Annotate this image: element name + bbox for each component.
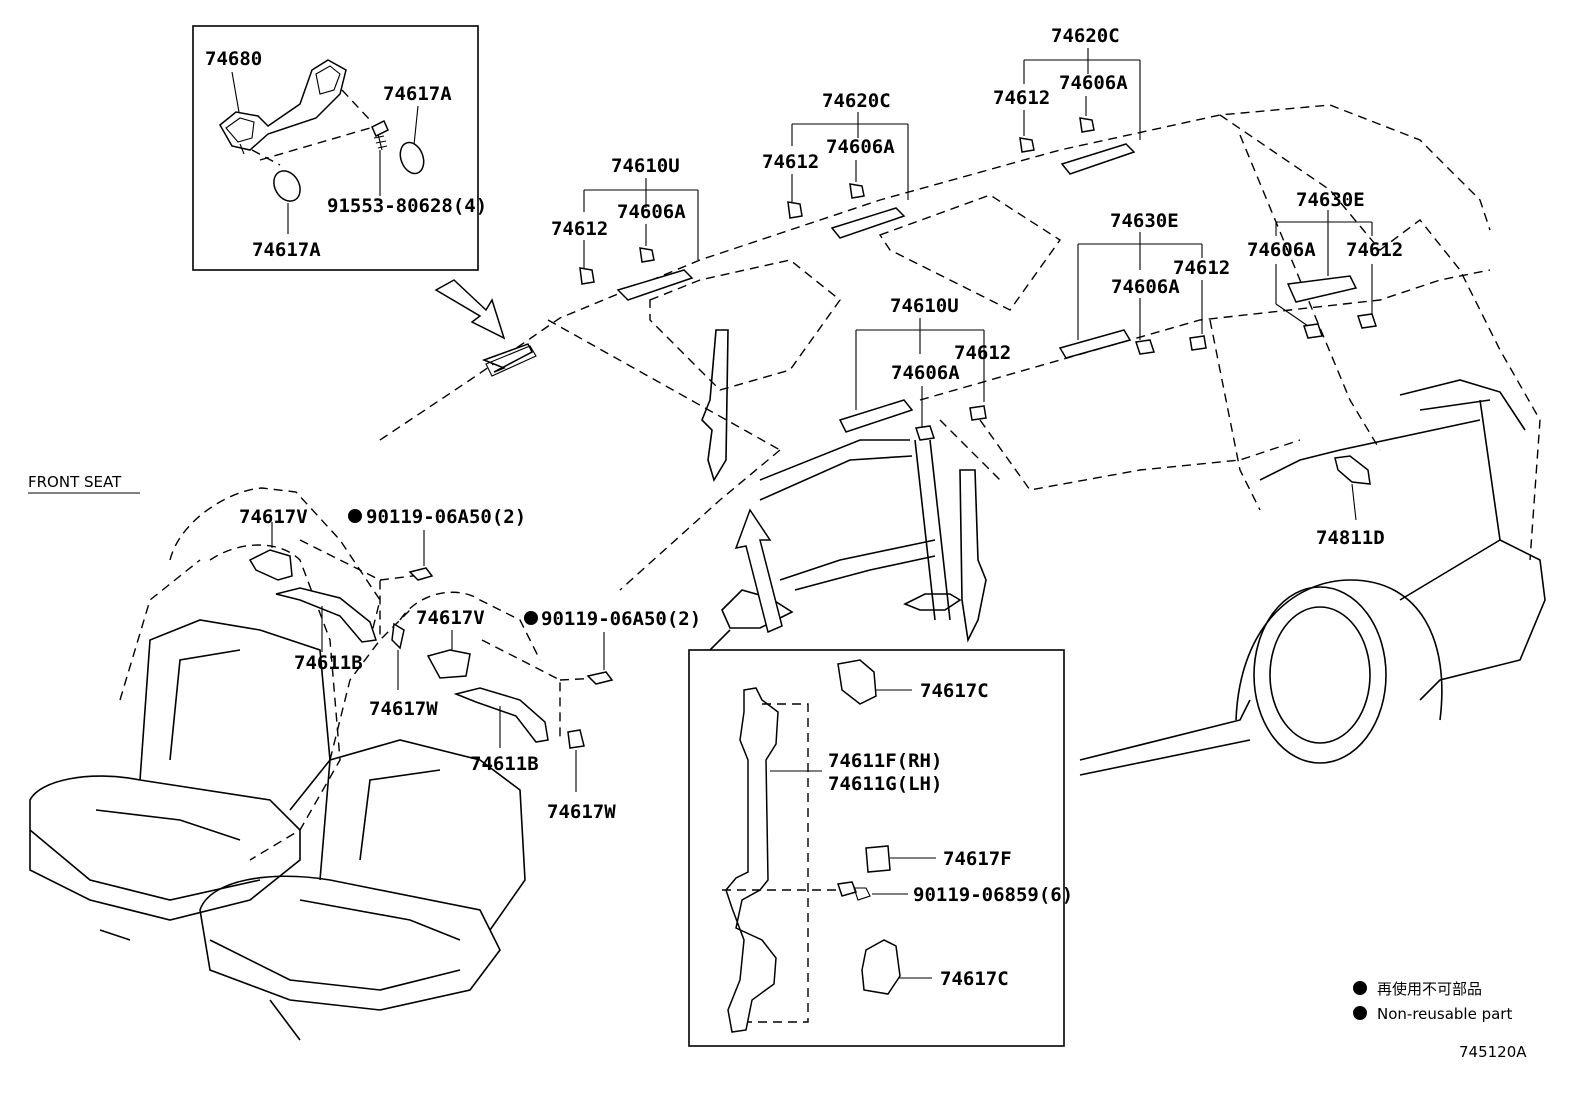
- cap-74617A-left: [273, 170, 301, 202]
- inset-bottom: 74611F(RH) 74611G(LH) 74617C 74617F 9011…: [688, 649, 1073, 1047]
- label-74610U-2: 74610U: [890, 295, 959, 317]
- roof-group-5: 74610U 74606A 74612: [838, 295, 1011, 441]
- section-label-front-seat: FRONT SEAT: [28, 473, 122, 491]
- bolt-91553: [371, 119, 389, 151]
- label-74606A-4: 74606A: [1111, 276, 1180, 298]
- roof-grip-74620C-1: [830, 207, 906, 239]
- label-74606A-5: 74606A: [891, 362, 960, 384]
- roof-group-3: 74620C 74612 74606A: [993, 25, 1141, 175]
- label-74606A-2: 74606A: [826, 136, 895, 158]
- label-74606A-3: 74606A: [1059, 72, 1128, 94]
- label-74617A-right: 74617A: [383, 83, 452, 105]
- cap-74617F: [865, 845, 891, 873]
- cover-74617W-1: [391, 622, 405, 650]
- roof-grip-74610U-2: [838, 399, 914, 433]
- label-74612-1: 74612: [551, 218, 608, 240]
- label-74617C-top: 74617C: [920, 680, 989, 702]
- label-74617A-left: 74617A: [252, 239, 321, 261]
- view-arrow-roof: [434, 279, 506, 340]
- legend: 再使用不可部品 Non-reusable part: [1353, 980, 1512, 1023]
- cover-74617V-2: [426, 649, 471, 679]
- cover-74617V-1: [248, 549, 293, 581]
- front-seat-section: FRONT SEAT 74617V 74611B 90119-0: [28, 473, 701, 1041]
- legend-text-jp: 再使用不可部品: [1377, 980, 1482, 998]
- vehicle-body: 74811D: [379, 104, 1546, 776]
- label-74612-4: 74612: [1173, 257, 1230, 279]
- label-74617W-1: 74617W: [369, 698, 438, 720]
- cover-74617W-2: [567, 729, 585, 749]
- cap-74617A-right: [399, 141, 425, 175]
- label-74617F: 74617F: [943, 848, 1012, 870]
- roof-group-4: 74630E 74606A 74612: [1058, 210, 1230, 359]
- label-74620C-1: 74620C: [822, 90, 891, 112]
- label-74630E-2: 74630E: [1296, 189, 1365, 211]
- roof-grip-74630E-2: [1286, 275, 1358, 303]
- label-74610U-1: 74610U: [611, 155, 680, 177]
- label-74606A-6: 74606A: [1247, 239, 1316, 261]
- legend-text-en: Non-reusable part: [1377, 1005, 1512, 1023]
- label-74606A-1: 74606A: [617, 201, 686, 223]
- view-arrow-pillar: [734, 508, 783, 634]
- label-74611B-1: 74611B: [294, 652, 363, 674]
- cap-74617C-bottom: [861, 939, 901, 995]
- non-reusable-marker-1: [348, 509, 362, 523]
- label-74611G-LH: 74611G(LH): [828, 773, 942, 795]
- roof-grip-74610U-1: [616, 269, 694, 301]
- label-74612-2: 74612: [762, 151, 819, 173]
- label-74617C-bottom: 74617C: [940, 968, 1009, 990]
- label-74620C-2: 74620C: [1051, 25, 1120, 47]
- label-74612-5: 74612: [954, 342, 1011, 364]
- label-74612-6: 74612: [1346, 239, 1403, 261]
- bolt-90119-2: [586, 671, 614, 685]
- roof-group-2: 74620C 74612 74606A: [762, 90, 909, 239]
- roof-grip-front: [481, 343, 533, 373]
- grip-74611B-2: [453, 687, 549, 743]
- label-90119-06859: 90119-06859(6): [913, 884, 1073, 906]
- legend-marker-en: [1353, 1006, 1367, 1020]
- roof-grip-74630E-1: [1058, 329, 1132, 359]
- label-74630E-1: 74630E: [1110, 210, 1179, 232]
- label-74617V-1: 74617V: [239, 506, 308, 528]
- label-74617V-2: 74617V: [416, 607, 485, 629]
- roof-grip-74620C-2: [1060, 143, 1136, 175]
- roof-group-6: 74630E 74606A 74612: [1247, 189, 1403, 339]
- non-reusable-marker-2: [524, 611, 538, 625]
- diagram-code: 745120A: [1459, 1043, 1527, 1061]
- inset-top-left: 74680 74617A 91553-80628(4) 74617A: [192, 25, 487, 271]
- label-74617W-2: 74617W: [547, 801, 616, 823]
- pillar-grip-74611F-G: [725, 687, 779, 1033]
- screw-90119-06859: [837, 881, 858, 897]
- inset-top-frame: [192, 25, 479, 271]
- label-74811D: 74811D: [1316, 527, 1385, 549]
- label-74680: 74680: [205, 48, 262, 70]
- label-74611F-RH: 74611F(RH): [828, 750, 942, 772]
- label-74611B-2: 74611B: [470, 753, 539, 775]
- trim-74811D: [1334, 455, 1371, 485]
- legend-marker-jp: [1353, 981, 1367, 995]
- assist-grip-74680: [219, 59, 347, 155]
- bolt-90119-1: [408, 567, 434, 581]
- label-bolt-a: 90119-06A50(2): [366, 506, 526, 528]
- inset-bottom-frame: [688, 649, 1065, 1047]
- label-bolt-b: 90119-06A50(2): [541, 608, 701, 630]
- roof-group-1: 74610U 74612 74606A: [551, 155, 699, 301]
- cap-74617C-top: [837, 659, 877, 705]
- grip-74611B-1: [275, 587, 377, 643]
- label-91553: 91553-80628(4): [327, 195, 487, 217]
- label-74612-3: 74612: [993, 87, 1050, 109]
